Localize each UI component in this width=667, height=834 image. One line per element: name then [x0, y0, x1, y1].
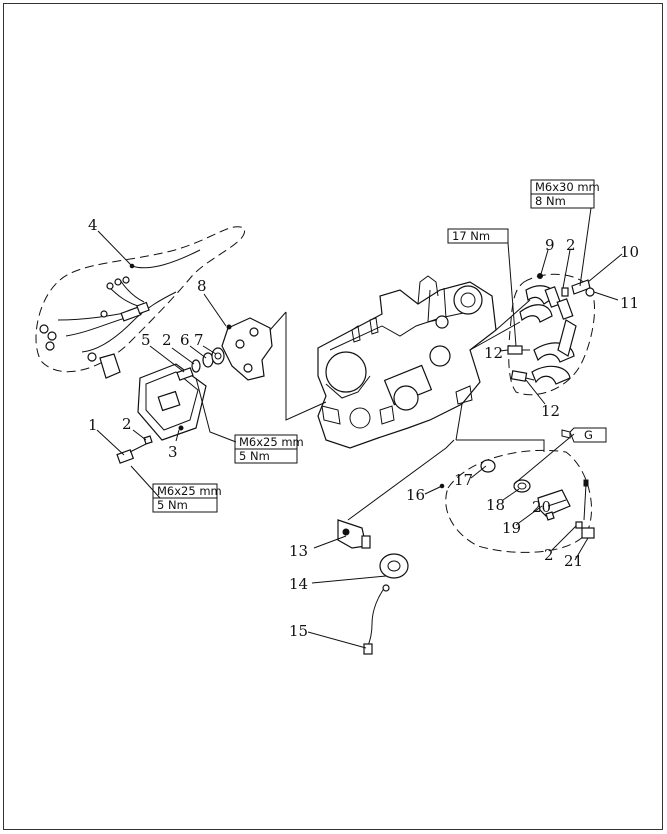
- spec-box-left: M6x25 mm 5 Nm: [152, 483, 222, 513]
- callout-3: 3: [168, 443, 178, 461]
- callout-19: 19: [502, 519, 521, 537]
- thermo-sender: [337, 519, 371, 549]
- callout-16: 16: [406, 486, 425, 504]
- spec-box-top: M6x30 mm 8 Nm: [530, 179, 600, 209]
- callout-10: 10: [620, 243, 639, 261]
- spec-left-torque: 5 Nm: [157, 498, 188, 512]
- callout-1: 1: [88, 416, 98, 434]
- grease-mark: G: [584, 428, 593, 442]
- callout-14: 14: [289, 575, 308, 593]
- spec-top-torque: 8 Nm: [535, 194, 566, 208]
- bracket-fasteners: [176, 347, 225, 381]
- spec-mid-size: M6x25 mm: [239, 435, 304, 449]
- cdi-bolt: [116, 435, 153, 464]
- spec-mid-torque: 5 Nm: [239, 449, 270, 463]
- callout-2-sensor: 2: [544, 546, 554, 564]
- callout-13: 13: [289, 542, 308, 560]
- callout-15: 15: [289, 622, 308, 640]
- spec-plug-torque: 17 Nm: [452, 229, 490, 243]
- callout-18: 18: [486, 496, 505, 514]
- callout-9: 9: [545, 236, 555, 254]
- callout-20: 20: [532, 498, 551, 516]
- grease-box: G: [561, 427, 607, 443]
- spec-box-mid: M6x25 mm 5 Nm: [234, 434, 304, 464]
- cdi-unit: [137, 363, 207, 441]
- spec-top-size: M6x30 mm: [535, 180, 600, 194]
- callout-numbers: 4 8 5 2 6 7 1 2 3 9 2 10 11 12 12 16 17 …: [88, 216, 639, 640]
- callout-21: 21: [564, 552, 583, 570]
- callout-2-top: 2: [566, 236, 576, 254]
- cylinder-block: [317, 275, 497, 449]
- callout-12-upper: 12: [484, 344, 503, 362]
- spec-box-plug: 17 Nm: [447, 228, 509, 244]
- spec-left-size: M6x25 mm: [157, 484, 222, 498]
- bracket: [221, 317, 273, 381]
- leader-lines: [96, 207, 623, 649]
- callout-8: 8: [197, 277, 207, 295]
- plugs: [507, 345, 535, 382]
- callout-7: 7: [194, 331, 204, 349]
- callout-12-lower: 12: [541, 402, 560, 420]
- callout-11: 11: [620, 294, 639, 312]
- callout-2-left: 2: [122, 415, 132, 433]
- callout-5: 5: [141, 331, 151, 349]
- wire-harness: [35, 226, 245, 379]
- callout-6: 6: [180, 331, 190, 349]
- sensor-group: [445, 449, 595, 553]
- callout-2-bracket: 2: [162, 331, 172, 349]
- callout-17: 17: [454, 471, 473, 489]
- water-hoses: [508, 273, 596, 396]
- callout-4: 4: [88, 216, 98, 234]
- sender-cap: [363, 553, 409, 655]
